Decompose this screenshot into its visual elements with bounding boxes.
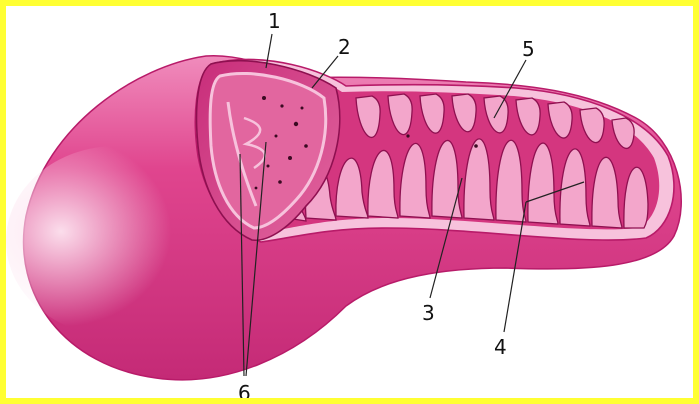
label-1: 1	[268, 9, 281, 33]
mitochondrion-diagram: 1 2 3 4 5 6	[6, 6, 693, 398]
label-3: 3	[422, 301, 435, 325]
label-6: 6	[238, 381, 251, 398]
body-highlight	[6, 146, 226, 336]
label-2: 2	[338, 35, 351, 59]
label-5: 5	[522, 37, 535, 61]
label-4: 4	[494, 335, 507, 359]
diagram-frame: 1 2 3 4 5 6	[6, 6, 693, 398]
